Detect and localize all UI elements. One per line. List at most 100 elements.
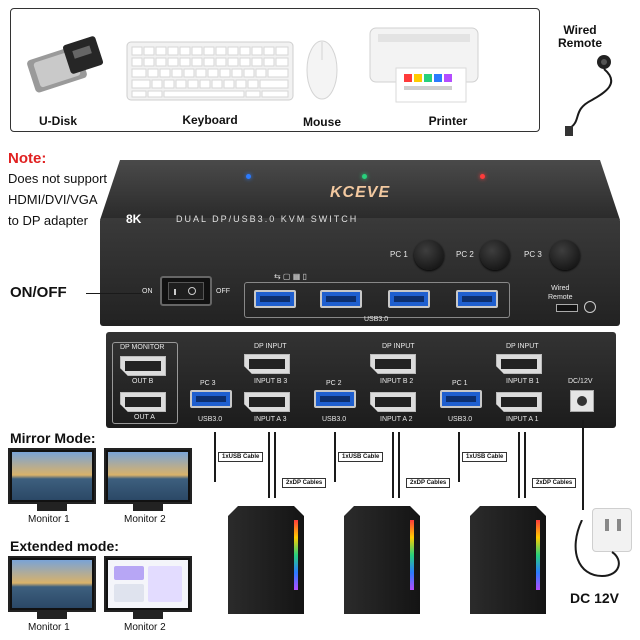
out-b-label: OUT B [132,378,154,385]
computer-pc2 [344,506,420,614]
led-pc1 [246,174,251,179]
extended-monitor-2 [104,556,192,612]
input-a3-port[interactable] [244,392,290,412]
note-line-1: Does not support [8,171,108,186]
input-a2-port[interactable] [370,392,416,412]
dp-cable-label-pc1: 2xDP Cables [532,478,577,488]
power-cable-loop [568,519,628,584]
dp-input-label-2: DP INPUT [382,343,415,350]
mouse-image [304,38,340,102]
input-b3-label: INPUT B 3 [254,378,288,385]
cable-dp-pc2-b [398,432,400,498]
usb-port-4[interactable] [456,290,498,308]
wired-remote-port-label: Wired Remote [548,285,573,301]
usb-back-port-pc2[interactable] [314,390,356,408]
usb-front-label: USB3.0 [364,316,389,323]
mirror-mode-title: Mirror Mode: [10,430,96,446]
cable-dp-pc1-b [524,432,526,498]
pc1-back-label: PC 1 [452,380,468,387]
dashboard-panel-icon [114,566,144,580]
usb-back-label-pc3: USB3.0 [198,416,223,423]
dp-cable-label-pc3: 2xDP Cables [282,478,327,488]
kvm-top-panel [100,160,620,220]
note-line-2: HDMI/DVI/VGA [8,192,98,207]
led-pc3 [480,174,485,179]
dc-jack[interactable] [570,390,594,412]
usb-back-port-pc1[interactable] [440,390,482,408]
extended-monitor-1-screen [12,560,92,608]
dp-monitor-frame [112,342,178,424]
switch-on-label: ON [142,288,153,295]
mirror-monitor-2-stand [133,503,163,511]
dp-input-label-1: DP INPUT [506,343,539,350]
input-a3-label: INPUT A 3 [254,416,287,423]
keyboard-image [126,40,294,102]
power-adapter-pin-2 [617,519,621,531]
power-switch-circle-icon [188,287,196,295]
wired-remote-label: Wired Remote [557,23,602,50]
kvm-title: DUAL DP/USB3.0 KVM SWITCH [176,214,359,224]
usb-cable-label-pc2: 1xUSB Cable [338,452,384,462]
printer-image [360,20,488,104]
dc-jack-hole-icon [577,396,587,406]
extended-monitor-2-screen [108,560,188,608]
dashboard-row-icon [114,584,144,602]
pc2-label: PC 2 [456,250,474,259]
cable-usb-pc1 [458,432,460,482]
remote-circle-icon [584,301,596,313]
pc1-label: PC 1 [390,250,408,259]
dp-out-b-port[interactable] [120,356,166,376]
usb-icon-header: ⇆ ▢ ▦ ▯ [274,272,307,281]
dp-monitor-label: DP MONITOR [120,344,165,351]
power-adapter-icon [592,508,632,552]
computer-pc1-rgb-strip [536,520,540,590]
input-b1-port[interactable] [496,354,542,374]
pc2-back-label: PC 2 [326,380,342,387]
dc-label: DC/12V [568,378,593,385]
dp-out-a-port[interactable] [120,392,166,412]
printer-label: Printer [428,114,468,128]
dp-cable-label-pc2: 2xDP Cables [406,478,451,488]
extended-monitor-1-label: Monitor 1 [28,622,70,633]
keyboard-label: Keyboard [182,113,238,127]
input-a2-label: INPUT A 2 [380,416,413,423]
usb-port-1[interactable] [254,290,296,308]
usb-port-3[interactable] [388,290,430,308]
pc2-button[interactable] [480,240,510,270]
computer-pc3-rgb-strip [294,520,298,590]
badge-8k: 8K [126,212,142,226]
on-off-pointer-line [86,293,142,294]
switch-off-label: OFF [216,288,230,295]
dashboard-chart-icon [148,566,182,602]
input-b2-port[interactable] [370,354,416,374]
cable-dp-pc3-b [274,432,276,498]
usb-cable-label-pc3: 1xUSB Cable [218,452,264,462]
extended-monitor-1 [8,556,96,612]
pc3-button[interactable] [550,240,580,270]
usb-port-2[interactable] [320,290,362,308]
dc-12v-label: DC 12V [570,590,620,606]
input-b1-label: INPUT B 1 [506,378,540,385]
pc1-button[interactable] [414,240,444,270]
usb-ports-frame [244,282,510,318]
power-switch-rocker [168,282,204,300]
power-switch[interactable] [160,276,212,306]
extended-monitor-2-label: Monitor 2 [124,622,166,633]
mirror-monitor-2 [104,448,192,504]
wired-remote-port[interactable] [556,304,578,312]
mouse-label: Mouse [302,115,341,129]
mirror-monitor-1 [8,448,96,504]
input-a1-port[interactable] [496,392,542,412]
power-adapter-pin-1 [605,519,609,531]
input-b2-label: INPUT B 2 [380,378,414,385]
kvm-brand-logo: KCEVE [330,184,391,201]
cable-usb-pc3 [214,432,216,482]
usb-back-label-pc1: USB3.0 [448,416,473,423]
input-b3-port[interactable] [244,354,290,374]
usb-back-label-pc2: USB3.0 [322,416,347,423]
power-switch-mark-icon [174,289,176,295]
mirror-monitor-1-stand [37,503,67,511]
computer-pc1 [470,506,546,614]
usb-back-port-pc3[interactable] [190,390,232,408]
computer-pc2-rgb-strip [410,520,414,590]
